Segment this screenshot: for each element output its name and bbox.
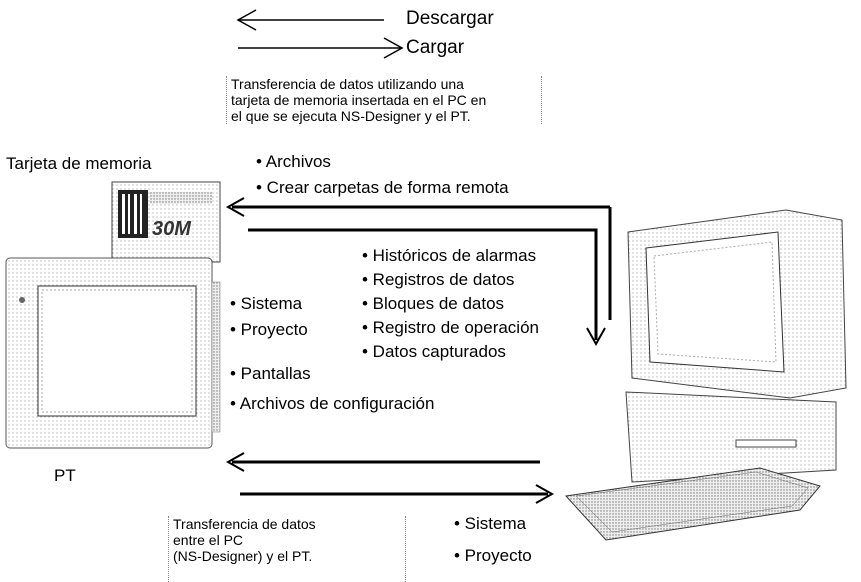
arrow-upload-to-pc (240, 484, 555, 504)
pt-terminal-graphic (5, 257, 221, 449)
top-note-line: el que se ejecuta NS-Designer y el PT. (231, 108, 471, 124)
arrow-download-to-pt (225, 452, 540, 472)
top-item-create-folders: • Crear carpetas de forma remota (256, 178, 509, 197)
item-screens: • Pantallas (230, 364, 311, 383)
item-operation-log: • Registro de operación (362, 318, 539, 337)
legend-download-label: Descargar (406, 8, 494, 29)
legend-download-arrow (236, 9, 384, 31)
bottom-item-system: • Sistema (454, 514, 527, 533)
pt-label: PT (54, 466, 76, 485)
bottom-item-project: • Proyecto (454, 546, 532, 565)
item-data-blocks: • Bloques de datos (362, 294, 505, 313)
legend-upload-label: Cargar (406, 37, 465, 58)
bottom-note-line: Transferencia de datos (173, 516, 316, 532)
item-data-logs: • Registros de datos (362, 270, 515, 289)
top-item-files: • Archivos (256, 152, 331, 171)
top-note-line: Transferencia de datos utilizando una (231, 76, 464, 92)
item-config-files: • Archivos de configuración (230, 394, 435, 413)
memory-card-label: Tarjeta de memoria (6, 154, 152, 173)
item-project: • Proyecto (230, 320, 308, 339)
memory-card-text: 30M (152, 218, 191, 240)
arrow-download-to-card (225, 197, 610, 217)
pc-graphic (564, 209, 847, 541)
item-captured-data: • Datos capturados (362, 342, 506, 361)
legend-upload-arrow (238, 37, 404, 59)
memory-card-graphic (111, 181, 221, 263)
top-note: Transferencia de datos utilizando una ta… (226, 76, 542, 124)
bottom-note: Transferencia de datos entre el PC (NS-D… (168, 516, 406, 582)
top-note-line: tarjeta de memoria insertada en el PC en (231, 92, 487, 108)
bottom-note-line: (NS-Designer) y el PT. (173, 548, 313, 564)
item-alarm-history: • Históricos de alarmas (362, 246, 537, 265)
bottom-note-line: entre el PC (173, 532, 244, 548)
arrow-upload-from-card (248, 228, 606, 347)
item-system: • Sistema (230, 294, 303, 313)
